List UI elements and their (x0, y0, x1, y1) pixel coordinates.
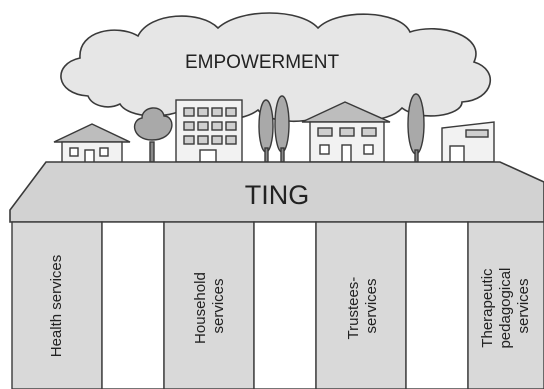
pillar-label-line: Therapeutic (479, 268, 496, 348)
pillar-label-line: Trustees- (345, 277, 362, 340)
pillar-label-line: services (363, 278, 380, 333)
gap-column (253, 221, 317, 389)
pillars (11, 221, 544, 389)
pillar-label-line: services (515, 278, 532, 333)
empowerment-cloud: EMPOWERMENT (60, 12, 492, 123)
pillar-label-health: Health services (48, 255, 65, 358)
poplar-tree-icon (258, 99, 274, 163)
poplar-tree-icon (407, 93, 425, 163)
pillar-label-trustees: Trustees- services (345, 273, 380, 340)
pillar-labels: Health services Household services Trust… (48, 255, 532, 358)
pillar-therapeutic-pedagogical-services (467, 221, 544, 389)
pillar-label-household: Household services (192, 268, 227, 344)
town-skyline (53, 93, 495, 165)
cloud-label: EMPOWERMENT (185, 52, 340, 73)
pillar-label-line: services (210, 278, 227, 333)
ting-roof: TING (9, 161, 544, 223)
small-house-icon (53, 123, 131, 165)
pillar-label-line: Household (192, 272, 209, 344)
villa-icon (301, 101, 391, 163)
pillar-household-services (163, 221, 255, 389)
roof-label: TING (245, 180, 310, 210)
pillar-label-line: pedagogical (497, 268, 514, 349)
pillar-health-services (11, 221, 103, 389)
pillar-label-line: Health services (48, 255, 65, 358)
roof-shape (9, 161, 544, 223)
poplar-tree-icon (274, 95, 290, 163)
apartment-building-icon (175, 99, 243, 163)
gap-column (101, 221, 165, 389)
round-tree-icon (133, 107, 173, 163)
pillar-label-therapeutic: Therapeutic pedagogical services (479, 263, 532, 348)
modern-house-icon (441, 121, 495, 163)
gap-column (405, 221, 469, 389)
